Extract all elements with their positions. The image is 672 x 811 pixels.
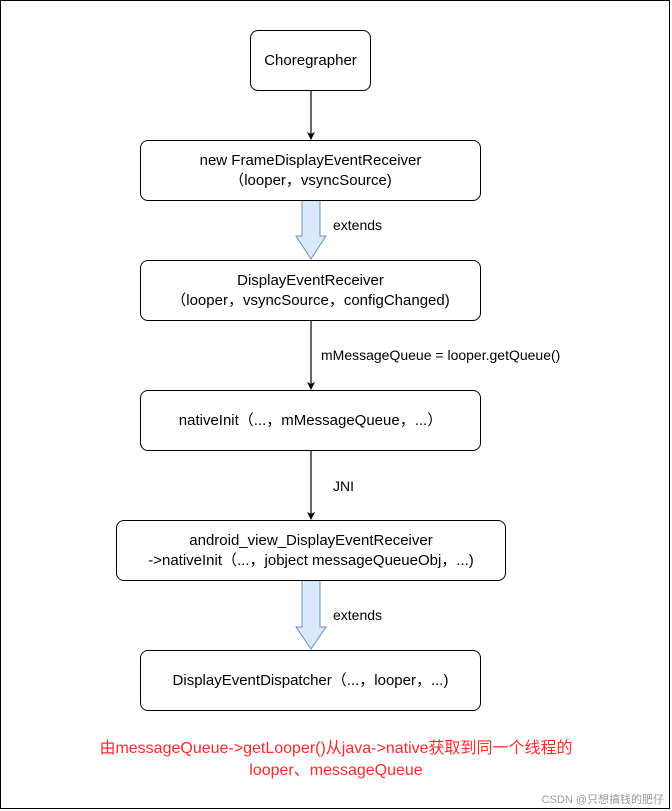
node-display-event-receiver: DisplayEventReceiver （looper，vsyncSource… (140, 260, 481, 321)
node-native-init: nativeInit（...，mMessageQueue，...） (140, 390, 481, 451)
node-display-event-dispatcher: DisplayEventDispatcher（...，looper，...) (140, 650, 481, 711)
node-native-init-text: nativeInit（...，mMessageQueue，...） (178, 411, 443, 429)
edge-label-get-queue: mMessageQueue = looper.getQueue() (321, 347, 561, 363)
edge-label-extends-2: extends (333, 607, 383, 623)
edge-label-extends-1: extends (333, 217, 383, 233)
node-frame-receiver-line1: new FrameDisplayEventReceiver (199, 151, 422, 169)
node-display-receiver-line2: （looper，vsyncSource，configChanged) (171, 291, 450, 309)
node-frame-receiver-line2: （looper，vsyncSource) (229, 171, 392, 189)
node-dispatcher-text: DisplayEventDispatcher（...，looper，...) (172, 671, 449, 689)
node-choreographer: Choregrapher (250, 30, 371, 91)
edge-label-jni: JNI (333, 478, 354, 494)
node-android-view-line2: ->nativeInit（...，jobject messageQueueObj… (148, 551, 474, 569)
node-choreographer-text: Choregrapher (264, 51, 357, 69)
node-frame-display-event-receiver: new FrameDisplayEventReceiver （looper，vs… (140, 140, 481, 201)
node-android-view-display-event-receiver: android_view_DisplayEventReceiver ->nati… (116, 520, 506, 581)
note-line-2: looper、messageQueue (249, 762, 423, 779)
note-line-1: 由messageQueue->getLooper()从java->native获… (99, 740, 573, 757)
extends-arrow-2 (295, 579, 327, 650)
watermark: CSDN @只想搞钱的肥仔 (541, 794, 664, 806)
extends-arrow-1 (295, 199, 327, 260)
node-android-view-line1: android_view_DisplayEventReceiver (189, 531, 433, 549)
node-display-receiver-line1: DisplayEventReceiver (237, 271, 384, 289)
